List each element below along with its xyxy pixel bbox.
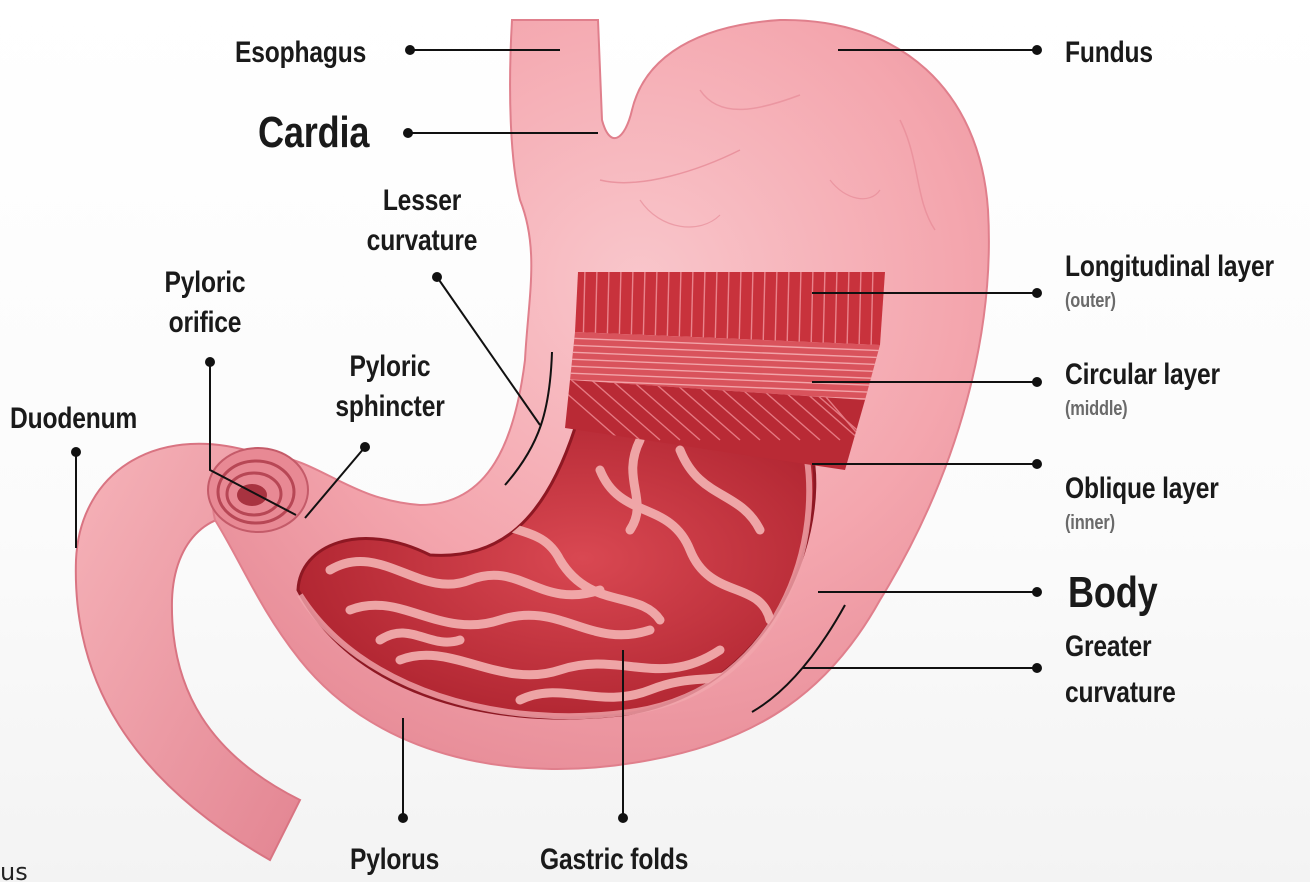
- dot-esophagus: [405, 45, 415, 55]
- label-circular-layer-title: Circular layer: [1065, 358, 1220, 391]
- label-longitudinal-layer-title: Longitudinal layer: [1065, 250, 1274, 283]
- label-pyloric-orifice-line2: orifice: [148, 306, 263, 340]
- label-circular-layer: Circular layer (middle): [1065, 358, 1220, 421]
- dot-body: [1032, 587, 1042, 597]
- label-pyloric-sphincter-line1: Pyloric: [333, 350, 448, 384]
- label-pyloric-sphincter: Pyloric sphincter: [333, 350, 448, 424]
- dot-longitudinal: [1032, 288, 1042, 298]
- label-body: Body: [1068, 568, 1158, 618]
- dot-duodenum: [71, 447, 81, 457]
- label-oblique-layer: Oblique layer (inner): [1065, 472, 1219, 535]
- label-greater-curvature-line1: Greater: [1065, 630, 1176, 664]
- dot-gastric-folds: [618, 813, 628, 823]
- dot-lesser-curvature: [432, 272, 442, 282]
- label-esophagus: Esophagus: [235, 36, 366, 70]
- dot-pyloric-sphincter: [360, 442, 370, 452]
- dot-oblique: [1032, 459, 1042, 469]
- dot-greater-curvature: [1032, 663, 1042, 673]
- label-oblique-layer-title: Oblique layer: [1065, 472, 1219, 505]
- label-greater-curvature-line2: curvature: [1065, 676, 1176, 710]
- label-cardia: Cardia: [258, 108, 369, 158]
- label-lesser-curvature-line1: Lesser: [365, 184, 480, 218]
- label-longitudinal-layer-sub: (outer): [1065, 290, 1274, 313]
- label-greater-curvature: Greater curvature: [1065, 630, 1176, 710]
- dot-pylorus: [398, 813, 408, 823]
- label-pylorus: Pylorus: [350, 843, 439, 877]
- label-lesser-curvature-line2: curvature: [365, 224, 480, 258]
- dot-fundus: [1032, 45, 1042, 55]
- label-pyloric-sphincter-line2: sphincter: [333, 390, 448, 424]
- label-fundus: Fundus: [1065, 36, 1153, 70]
- label-pyloric-orifice-line1: Pyloric: [148, 266, 263, 300]
- label-duodenum: Duodenum: [10, 402, 137, 436]
- label-longitudinal-layer: Longitudinal layer (outer): [1065, 250, 1274, 313]
- label-oblique-layer-sub: (inner): [1065, 512, 1219, 535]
- dot-circular: [1032, 377, 1042, 387]
- dot-cardia: [403, 128, 413, 138]
- pyloric-orifice-shape: [208, 448, 308, 532]
- label-pyloric-orifice: Pyloric orifice: [148, 266, 263, 340]
- label-circular-layer-sub: (middle): [1065, 398, 1220, 421]
- dot-pyloric-orifice: [205, 357, 215, 367]
- label-lesser-curvature: Lesser curvature: [365, 184, 480, 258]
- label-gastric-folds: Gastric folds: [540, 843, 688, 877]
